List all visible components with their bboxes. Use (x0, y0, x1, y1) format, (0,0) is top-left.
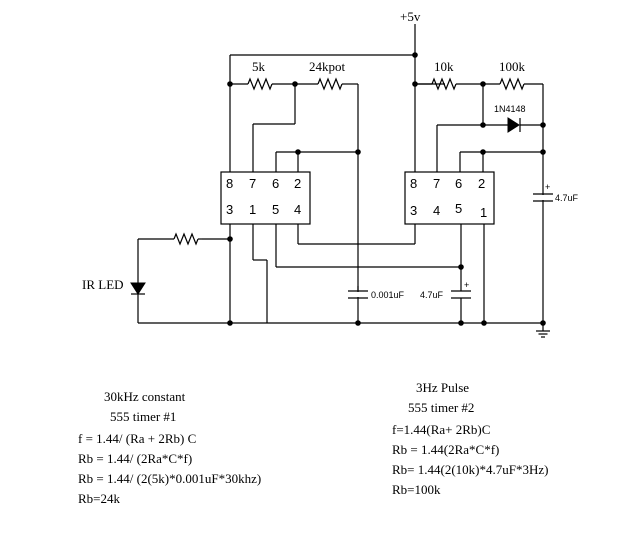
diode-label: 1N4148 (494, 104, 526, 114)
chip1-pin-label: 7 (249, 176, 256, 191)
resistor-10k-label: 10k (434, 59, 454, 74)
chip1-pin-label: 8 (226, 176, 233, 191)
chip2-pin-label: 7 (433, 176, 440, 191)
chip2-pin-label: 4 (433, 203, 440, 218)
supply-label: +5v (400, 9, 421, 24)
timer2-title: 3Hz Pulse (416, 380, 470, 395)
timer2-subtitle: 555 timer #2 (408, 400, 475, 415)
led-resistor (138, 232, 202, 246)
timer1-formula-line: Rb = 1.44/ (2(5k)*0.001uF*30khz) (78, 471, 262, 486)
timer2-formula-line: Rb= 1.44(2(10k)*4.7uF*3Hz) (392, 462, 549, 477)
svg-text:+: + (545, 182, 550, 192)
chip2-pin-label: 8 (410, 176, 417, 191)
timer1-title: 30kHz constant (104, 389, 186, 404)
timer2-notes: 3Hz Pulse 555 timer #2 f=1.44(Ra+ 2Rb)C … (392, 378, 548, 500)
ir-led-label: IR LED (82, 277, 124, 292)
diode-1n4148 (436, 84, 543, 172)
chip2-bottom-wires (460, 224, 485, 323)
capacitor-4.7uF-bottom (451, 285, 471, 323)
chip1-pin-label: 4 (294, 202, 301, 217)
pin7-junction-wire (252, 84, 296, 172)
chip1-pin-label: 6 (272, 176, 279, 191)
timer2-formula-line: Rb = 1.44(2Ra*C*f) (392, 442, 500, 457)
resistor-24kpot (317, 77, 359, 323)
chip2-pin-label: 1 (480, 205, 487, 220)
chip2-pin-label: 5 (455, 201, 462, 216)
resistor-5k-label: 5k (252, 59, 266, 74)
timer2-formula-line: Rb=100k (392, 482, 441, 497)
resistor-5k (230, 77, 318, 91)
timer1-formula-line: f = 1.44/ (Ra + 2Rb) C (78, 431, 197, 446)
capacitor-4.7uF-right (533, 193, 553, 202)
chip1-pin-label: 2 (294, 176, 301, 191)
chip2-pin6-pin2-wire (459, 151, 543, 172)
chip1-output-wires (202, 224, 461, 323)
chip2-pin-label: 2 (478, 176, 485, 191)
chip2-pin-label: 6 (455, 176, 462, 191)
capacitor-4.7uF-right-label: 4.7uF (555, 193, 579, 203)
timer-555-chip-2 (404, 171, 495, 225)
resistor-100k-label: 100k (499, 59, 526, 74)
timer2-formula-line: f=1.44(Ra+ 2Rb)C (392, 422, 491, 437)
capacitor-0.001uF-label: 0.001uF (371, 290, 405, 300)
schematic-diagram: +5v 5k 24kpot 8 7 6 2 3 1 5 4 (82, 9, 579, 338)
timer1-formula-line: Rb=24k (78, 491, 121, 506)
supply-rail (229, 24, 445, 172)
chip1-pin-label: 5 (272, 202, 279, 217)
pin6-pin2-wire (275, 151, 358, 172)
svg-text:+: + (464, 280, 469, 290)
ground-rail (138, 322, 550, 338)
resistor-10k (415, 77, 500, 91)
timer1-notes: 30kHz constant 555 timer #1 f = 1.44/ (R… (78, 387, 261, 509)
capacitor-4.7uF-bottom-label: 4.7uF (420, 290, 444, 300)
ir-led (130, 239, 146, 323)
resistor-24kpot-label: 24kpot (309, 59, 346, 74)
timer-555-chip-1 (220, 171, 311, 225)
timer1-formula-line: Rb = 1.44/ (2Ra*C*f) (78, 451, 193, 466)
chip1-pin-label: 1 (249, 202, 256, 217)
chip1-pin-label: 3 (226, 202, 233, 217)
chip2-pin-label: 3 (410, 203, 417, 218)
timer1-subtitle: 555 timer #1 (110, 409, 177, 424)
